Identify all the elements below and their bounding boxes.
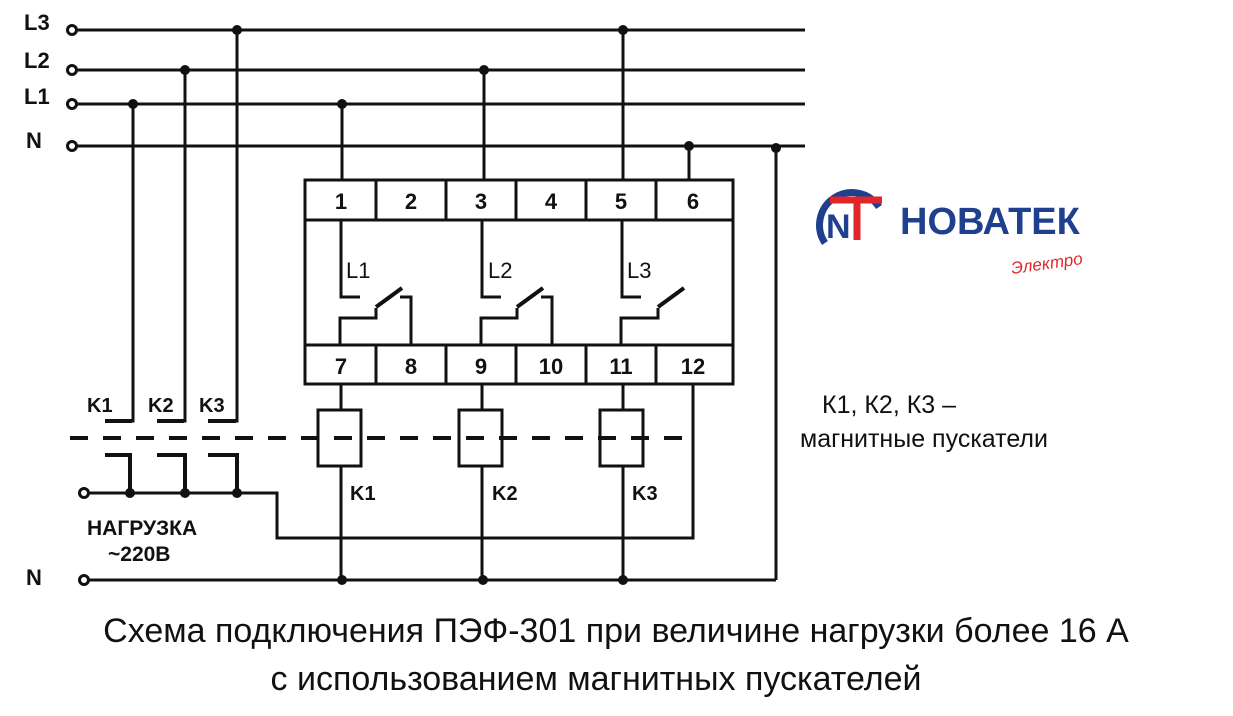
power-contacts: K1 K2 K3: [87, 30, 239, 493]
terminal-l2: [66, 64, 78, 76]
coil-label-k1: K1: [350, 483, 376, 505]
logo-n: N: [826, 208, 851, 246]
coil-label-k2: K2: [492, 483, 518, 505]
terminal-10: 10: [539, 354, 563, 379]
legend-line1: К1, К2, К3 –: [822, 391, 956, 419]
contact-label-k1: K1: [87, 395, 113, 417]
logo-name: НОВАТЕК: [900, 201, 1081, 243]
label-l2: L2: [24, 48, 50, 73]
terminal-12: 12: [681, 354, 705, 379]
terminal-6: 6: [687, 189, 699, 214]
terminal-4: 4: [545, 189, 558, 214]
contact-group-2: [479, 220, 554, 345]
label-l3: L3: [24, 10, 50, 35]
switch-3: [656, 286, 686, 309]
phase-label-l2: L2: [488, 258, 512, 283]
terminal-l3: [66, 24, 78, 36]
contact-label-k2: K2: [148, 395, 174, 417]
logo-sub: Электро: [1010, 249, 1084, 278]
caption-line1: Схема подключения ПЭФ-301 при величине н…: [103, 612, 1129, 650]
legend-line2: магнитные пускатели: [800, 425, 1048, 453]
terminal-2: 2: [405, 189, 417, 214]
supply-lines: L3 L2 L1 N: [24, 10, 805, 153]
terminal-n: [66, 140, 78, 152]
relay-feed-wires: [340, 30, 778, 580]
relay-pef-301: 1 2 3 4 5 6 7 8 9 10 11 12 L1 L2 L3: [303, 178, 735, 386]
terminal-7: 7: [335, 354, 347, 379]
label-n: N: [26, 128, 42, 153]
label-n-bottom: N: [26, 565, 42, 590]
phase-label-l1: L1: [346, 258, 370, 283]
terminal-1: 1: [335, 189, 347, 214]
junction-dots: [125, 25, 781, 585]
switch-1: [374, 286, 404, 309]
contact-group-1: [338, 220, 413, 345]
terminal-5: 5: [615, 189, 627, 214]
switch-2: [515, 286, 545, 309]
load-label: НАГРУЗКА: [87, 517, 197, 540]
label-l1: L1: [24, 84, 50, 109]
terminal-11: 11: [609, 354, 632, 379]
terminal-9: 9: [475, 354, 487, 379]
novatek-logo: N НОВАТЕК Электро: [816, 189, 1084, 278]
terminal-8: 8: [405, 354, 417, 379]
terminal-l1: [66, 98, 78, 110]
contact-group-3: [619, 220, 660, 345]
terminal-3: 3: [475, 189, 487, 214]
coils: K1 K2 K3: [316, 384, 658, 580]
coil-label-k3: K3: [632, 483, 658, 505]
n-bottom-terminal: [78, 574, 90, 586]
logo-t: [830, 196, 882, 240]
load-terminal: [78, 487, 90, 499]
phase-label-l3: L3: [627, 258, 651, 283]
contact-label-k3: K3: [199, 395, 225, 417]
load-voltage: ~220В: [108, 543, 170, 566]
caption-line2: с использованием магнитных пускателей: [271, 660, 922, 698]
load-wire: [89, 384, 695, 540]
